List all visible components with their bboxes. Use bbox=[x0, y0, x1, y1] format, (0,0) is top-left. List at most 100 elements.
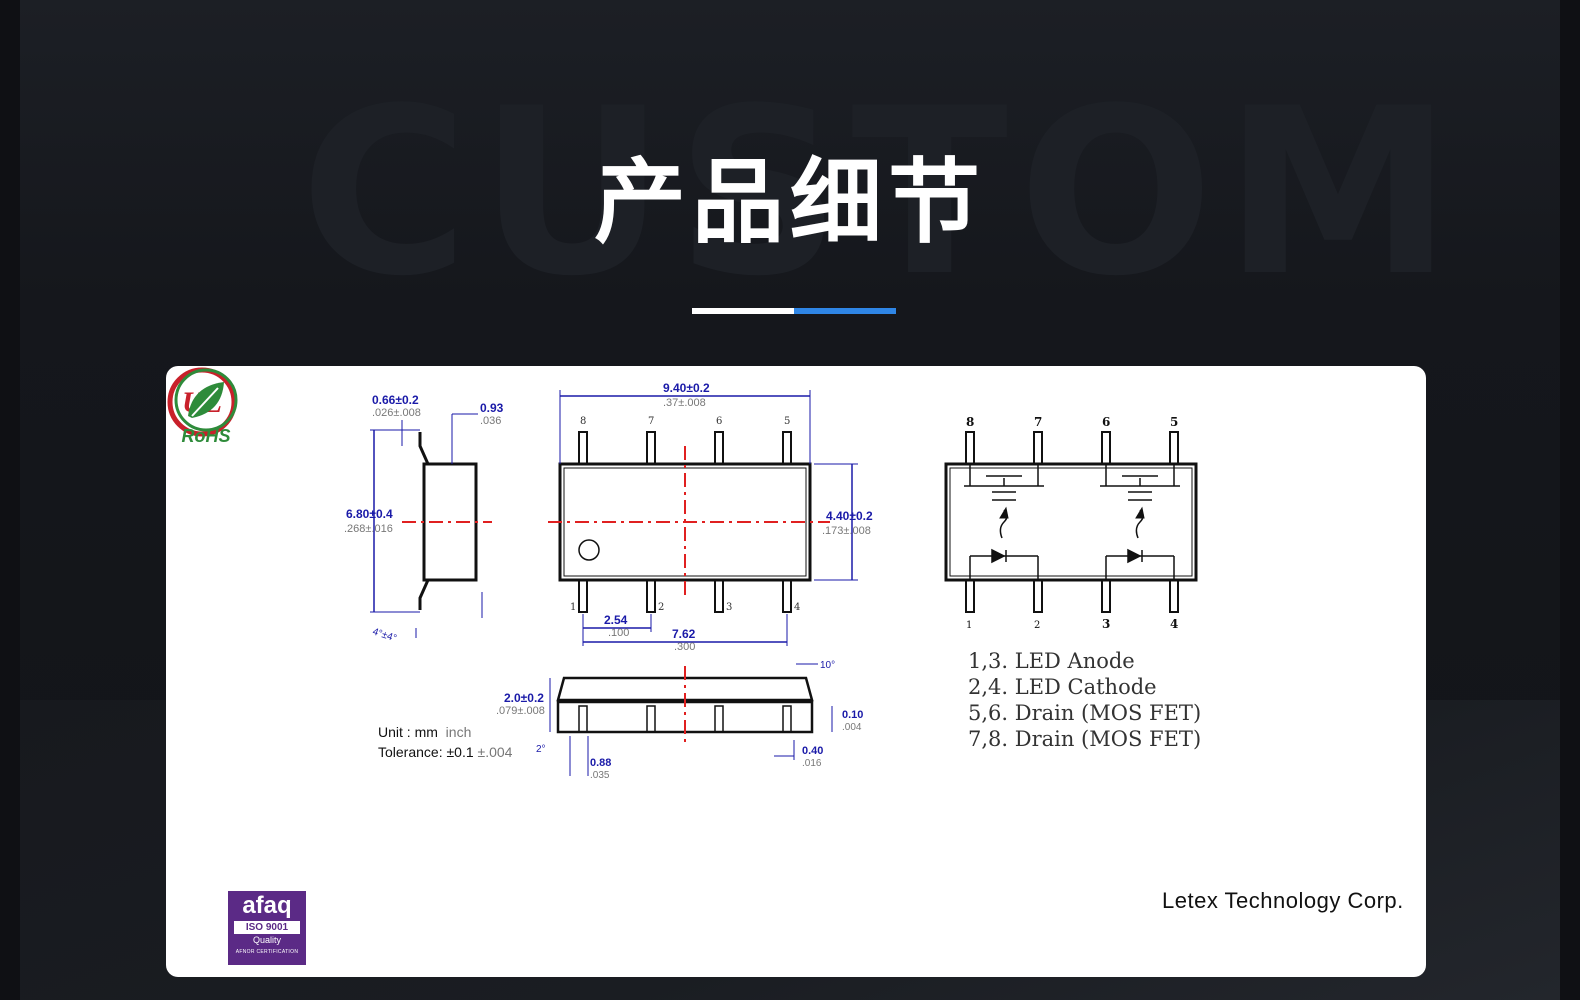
package-drawing: 0.66±0.2 .026±.008 0.93 .036 6.80±0.4 .2… bbox=[344, 381, 1198, 781]
top-length-inch-label: .37±.008 bbox=[663, 397, 706, 409]
top-pin-label-6: 6 bbox=[716, 416, 722, 427]
bottom-pin-label-4: 4 bbox=[794, 602, 800, 613]
pin-function-item: 1,3. LED Anode bbox=[968, 649, 1135, 673]
rohs-logo: RoHS bbox=[174, 368, 238, 446]
front-view-labels: 2.0±0.2 .079±.008 10° 0.10 .004 0.40 .01… bbox=[496, 660, 863, 781]
schematic-bottom-pin-label-3: 3 bbox=[1102, 617, 1110, 631]
side-offset-inch-label: .036 bbox=[480, 415, 501, 427]
top-view-pin-2 bbox=[646, 579, 656, 613]
front-foot-label: 0.88 bbox=[590, 757, 611, 769]
top-view-pin-3 bbox=[714, 579, 724, 613]
afaq-iso9001-logo: afaq ISO 9001 Quality AFNOR CERTIFICATIO… bbox=[228, 891, 306, 965]
afaq-logo-cert: AFNOR CERTIFICATION bbox=[235, 949, 299, 955]
afaq-logo-name: afaq bbox=[242, 892, 292, 919]
front-view bbox=[549, 663, 833, 776]
side-view-bottom-lead bbox=[418, 579, 430, 610]
schematic-pin-5 bbox=[1169, 431, 1179, 465]
front-standoff-label: 0.10 bbox=[842, 709, 863, 721]
schematic-pin-8 bbox=[965, 431, 975, 465]
top-view-pin-7 bbox=[646, 431, 656, 465]
schematic-outline bbox=[944, 462, 1198, 582]
pitch-label: 2.54 bbox=[604, 613, 628, 627]
side-height-label: 6.80±0.4 bbox=[346, 507, 393, 521]
front-thickness-inch-label: .016 bbox=[802, 758, 822, 769]
front-corner-angle-label: 2° bbox=[536, 744, 546, 755]
side-offset-label: 0.93 bbox=[480, 401, 504, 415]
schematic-pin-labels: 8 7 6 5 1 2 3 4 bbox=[966, 415, 1178, 631]
top-pin-label-7: 7 bbox=[648, 416, 654, 427]
tolerance-label: Tolerance: ±0.1 bbox=[378, 744, 474, 760]
tolerance-alt-label: ±.004 bbox=[477, 744, 513, 760]
mosfet-left-symbol bbox=[964, 464, 1044, 501]
front-view-lead-3 bbox=[714, 705, 724, 733]
bottom-pin-label-2: 2 bbox=[658, 602, 664, 613]
schematic-top-pin-label-7: 7 bbox=[1034, 415, 1042, 429]
schematic-bottom-pin-label-4: 4 bbox=[1170, 617, 1178, 631]
side-view-top-lead bbox=[418, 432, 430, 465]
page-title: 产品细节 bbox=[593, 149, 986, 256]
top-pin-label-5: 5 bbox=[784, 416, 790, 427]
side-height-inch-label: .268±.016 bbox=[344, 523, 393, 535]
bottom-pin-label-3: 3 bbox=[726, 602, 732, 613]
product-detail-card: 0.66±0.2 .026±.008 0.93 .036 6.80±0.4 .2… bbox=[166, 366, 1426, 977]
top-view-labels: 9.40±0.2 .37±.008 4.40±0.2 .173±.008 2.5… bbox=[570, 381, 873, 653]
top-view bbox=[548, 390, 858, 646]
schematic-bottom-pin-label-2: 2 bbox=[1034, 620, 1040, 631]
top-view-pin-8 bbox=[578, 431, 588, 465]
top-view-pin-5 bbox=[782, 431, 792, 465]
schematic-pin-7 bbox=[1033, 431, 1043, 465]
front-height-label: 2.0±0.2 bbox=[504, 691, 544, 705]
schematic-pin-6 bbox=[1101, 431, 1111, 465]
left-edge-band bbox=[0, 0, 20, 1000]
side-lead-width-inch-label: .026±.008 bbox=[372, 407, 421, 419]
schematic-pin-3 bbox=[1101, 579, 1111, 613]
front-standoff-inch-label: .004 bbox=[842, 722, 862, 733]
front-foot-inch-label: .035 bbox=[590, 770, 610, 781]
side-angle-label: 4°±4° bbox=[371, 626, 398, 644]
company-name: Letex Technology Corp. bbox=[1162, 888, 1404, 913]
schematic-bottom-pin-label-1: 1 bbox=[966, 620, 972, 631]
side-view-labels: 0.66±0.2 .026±.008 0.93 .036 6.80±0.4 .2… bbox=[344, 393, 504, 644]
light-arrow-left-icon bbox=[999, 506, 1009, 519]
row-span-label: 7.62 bbox=[672, 627, 696, 641]
title-underline-white bbox=[692, 308, 794, 314]
schematic-top-pin-label-8: 8 bbox=[966, 415, 974, 429]
top-width-label: 4.40±0.2 bbox=[826, 509, 873, 523]
front-view-lead-4 bbox=[782, 705, 792, 733]
title-underline-blue bbox=[794, 308, 896, 314]
led-right-symbol bbox=[1105, 548, 1175, 580]
top-view-pin-6 bbox=[714, 431, 724, 465]
pitch-inch-label: .100 bbox=[608, 627, 629, 639]
bottom-pin-label-1: 1 bbox=[570, 602, 576, 613]
afaq-logo-quality: Quality bbox=[252, 935, 281, 945]
light-arrow-right-icon bbox=[1135, 506, 1145, 519]
right-edge-band bbox=[1560, 0, 1580, 1000]
front-draft-label: 10° bbox=[820, 660, 835, 671]
afaq-logo-iso: ISO 9001 bbox=[234, 921, 300, 934]
side-lead-width-label: 0.66±0.2 bbox=[372, 393, 419, 407]
front-height-inch-label: .079±.008 bbox=[496, 705, 545, 717]
front-thickness-label: 0.40 bbox=[802, 745, 823, 757]
schematic-pin-4 bbox=[1169, 579, 1179, 613]
pin-function-list: 1,3. LED Anode 2,4. LED Cathode 5,6. Dra… bbox=[968, 648, 1201, 752]
row-span-inch-label: .300 bbox=[674, 641, 695, 653]
top-view-pin-4 bbox=[782, 579, 792, 613]
schematic-top-pin-label-6: 6 bbox=[1102, 415, 1110, 429]
top-pin-label-8: 8 bbox=[580, 416, 586, 427]
schematic-pin-1 bbox=[965, 579, 975, 613]
unit-alt-label: inch bbox=[445, 724, 472, 740]
pin-function-item: 5,6. Drain (MOS FET) bbox=[968, 701, 1202, 725]
front-view-lead-2 bbox=[646, 705, 656, 733]
background-watermark: CUSTOM bbox=[300, 60, 1463, 327]
front-view-lead-1 bbox=[578, 705, 588, 733]
side-view bbox=[370, 413, 492, 638]
pin1-marker-circle bbox=[578, 539, 600, 561]
top-length-label: 9.40±0.2 bbox=[663, 381, 710, 395]
top-view-pin-1 bbox=[578, 579, 588, 613]
pin-function-item: 7,8. Drain (MOS FET) bbox=[968, 727, 1202, 751]
unit-note: Unit : mm inch Tolerance: ±0.1 ±.004 bbox=[378, 722, 512, 762]
pin-function-item: 2,4. LED Cathode bbox=[968, 675, 1157, 699]
led-left-symbol bbox=[969, 548, 1039, 580]
mosfet-right-symbol bbox=[1100, 464, 1180, 501]
unit-label: Unit : mm bbox=[378, 724, 438, 740]
